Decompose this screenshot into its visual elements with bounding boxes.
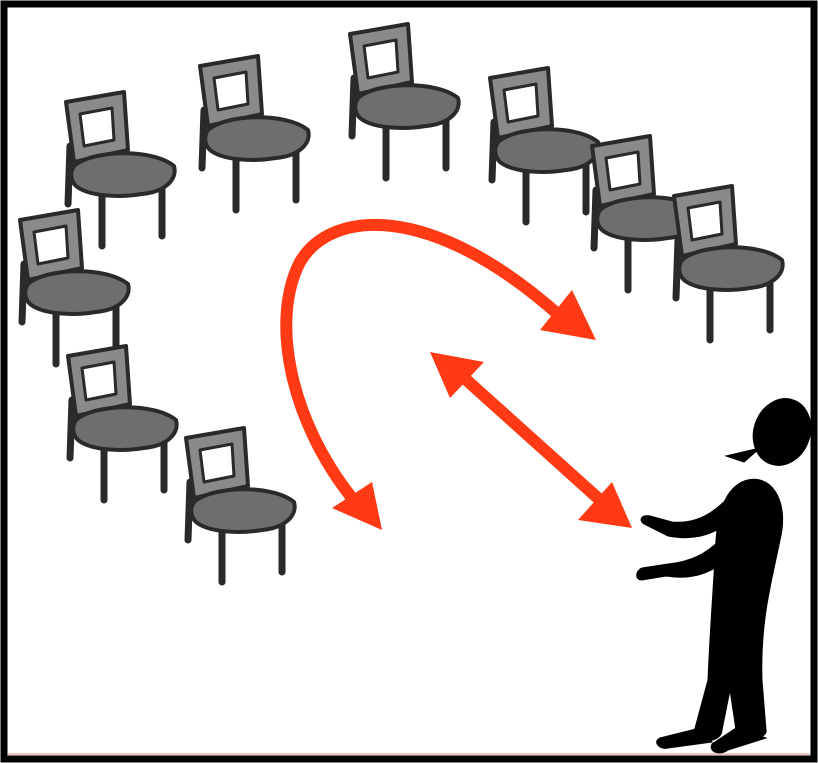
illustration-canvas (0, 0, 818, 763)
chairs-circle-illustration (0, 0, 818, 763)
